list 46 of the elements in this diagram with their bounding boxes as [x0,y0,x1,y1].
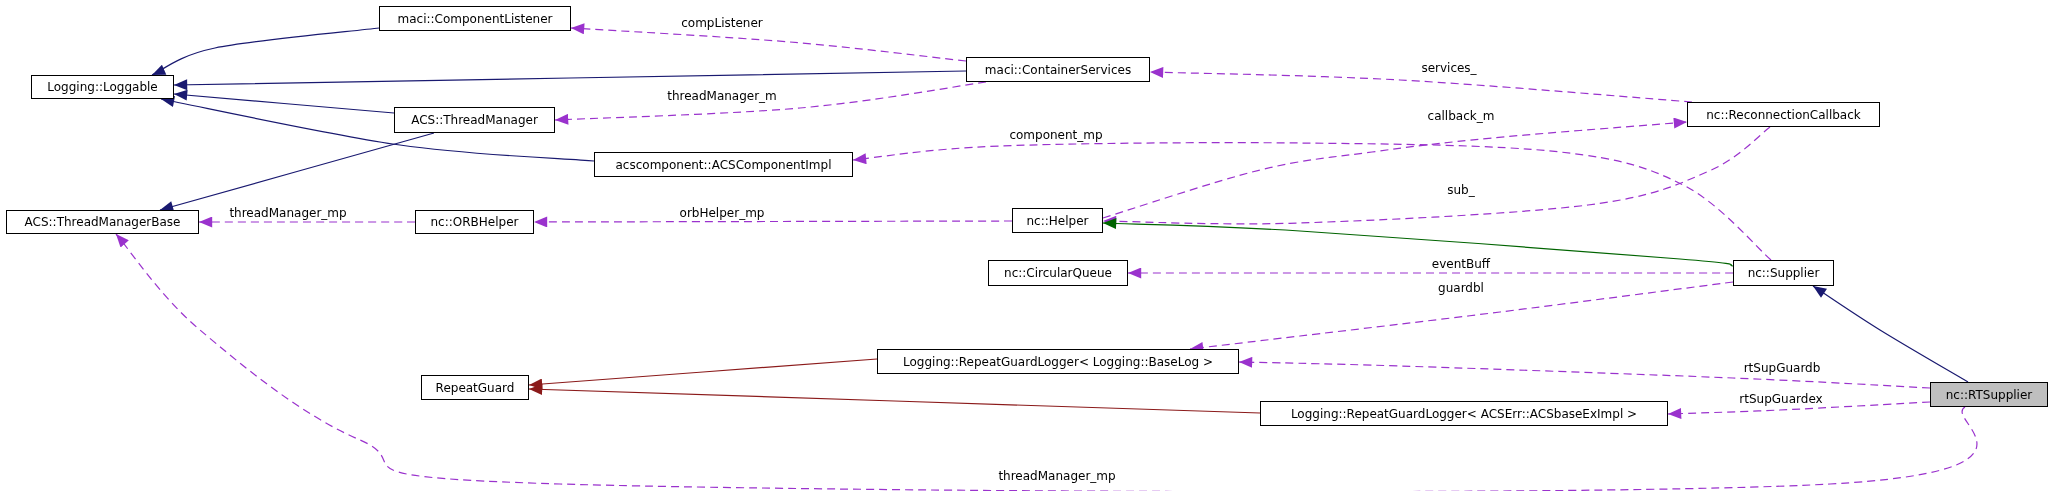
arrow [151,27,380,76]
class-box: maci::ContainerServices [966,57,1150,82]
class-box: acscomponent::ACSComponentImpl [594,152,853,177]
arrow [1102,126,1771,227]
edge-label: threadManager_m [665,89,779,103]
arrow [173,89,395,114]
arrow [1667,401,1931,420]
arrow [528,383,1261,414]
class-box: Logging::RepeatGuardLogger< Logging::BaseLog > [877,349,1239,374]
class-box: nc::ReconnectionCallback [1687,102,1880,127]
edge-label: component_mp [1007,128,1105,142]
arrow [570,23,967,62]
edge-label: rtSupGuardb [1741,361,1823,375]
class-box: ACS::ThreadManagerBase [6,210,199,234]
arrow [1812,285,1969,383]
edge-label: compListener [679,16,765,30]
arrow [159,132,435,212]
arrow [528,358,878,390]
arrow [173,70,967,91]
arrow [1127,267,1734,279]
arrow [160,96,595,162]
edge-label: threadManager_mp [227,206,349,220]
class-box: RepeatGuard [421,375,529,400]
arrow [852,142,1772,261]
edge-label: rtSupGuardex [1737,392,1825,406]
arrow [533,216,1013,228]
edge-label: services_ [1419,61,1479,75]
class-box: Logging::Loggable [31,75,174,99]
edge-label: orbHelper_mp [677,206,767,220]
edge-label: threadManager_mp [996,469,1118,483]
class-box: ACS::ThreadManager [394,107,555,133]
class-box: nc::ORBHelper [415,210,534,234]
arrow [1238,356,1931,389]
edge-label: sub_ [1445,183,1477,197]
edge-label: eventBuff [1429,257,1493,271]
edge-label: guardbl [1436,281,1486,295]
class-box: nc::Supplier [1733,260,1834,286]
arrow [1102,218,1734,267]
class-box: nc::CircularQueue [988,260,1128,286]
class-box: Logging::RepeatGuardLogger< ACSErr::ACSbaseExImpl > [1260,401,1668,426]
arrow [198,216,416,228]
class-box: maci::ComponentListener [379,6,571,31]
class-box: nc::RTSupplier [1930,382,2048,407]
edge-label: callback_m [1425,109,1497,123]
arrow [1102,117,1688,219]
class-box: nc::Helper [1012,208,1103,233]
